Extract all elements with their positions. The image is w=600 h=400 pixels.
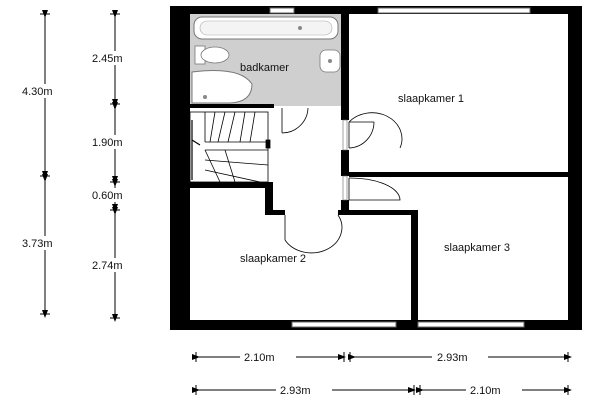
sink-icon <box>319 49 341 73</box>
dim-bottom-row2-1: 2.93m <box>280 385 311 397</box>
toilet-icon <box>194 45 230 65</box>
door-sk3-frame <box>342 175 348 201</box>
interior-walls <box>190 14 568 320</box>
doors <box>281 107 403 254</box>
dim-bottom-row2-2: 2.10m <box>470 385 501 397</box>
staircase <box>189 111 271 183</box>
windows <box>269 7 531 328</box>
room-label-slaapkamer-3: slaapkamer 3 <box>444 242 510 254</box>
dim-left-outer-1: 4.30m <box>22 86 53 98</box>
dim-left-inner-1: 2.45m <box>92 53 123 65</box>
dim-left-outer-2: 3.73m <box>22 238 53 250</box>
room-label-badkamer: badkamer <box>240 62 289 74</box>
bathtub-icon <box>193 16 339 40</box>
dim-left-inner-2: 1.90m <box>92 137 123 149</box>
dim-left-inner-4: 2.74m <box>92 260 123 272</box>
dim-left-inner-3: 0.60m <box>92 190 123 202</box>
window-bottom-sk3 <box>417 321 525 328</box>
window-top-bath <box>269 7 295 14</box>
dim-bottom-row1-1: 2.10m <box>244 352 275 364</box>
room-label-slaapkamer-2: slaapkamer 2 <box>240 253 306 265</box>
dim-bottom-row1-2: 2.93m <box>437 352 468 364</box>
dimension-left-outer <box>40 10 50 318</box>
window-bottom-sk2 <box>291 321 397 328</box>
shower-icon <box>191 70 253 104</box>
door-sk1-frame <box>342 119 348 151</box>
window-top-sk1 <box>377 7 531 14</box>
room-label-slaapkamer-1: slaapkamer 1 <box>398 93 464 105</box>
